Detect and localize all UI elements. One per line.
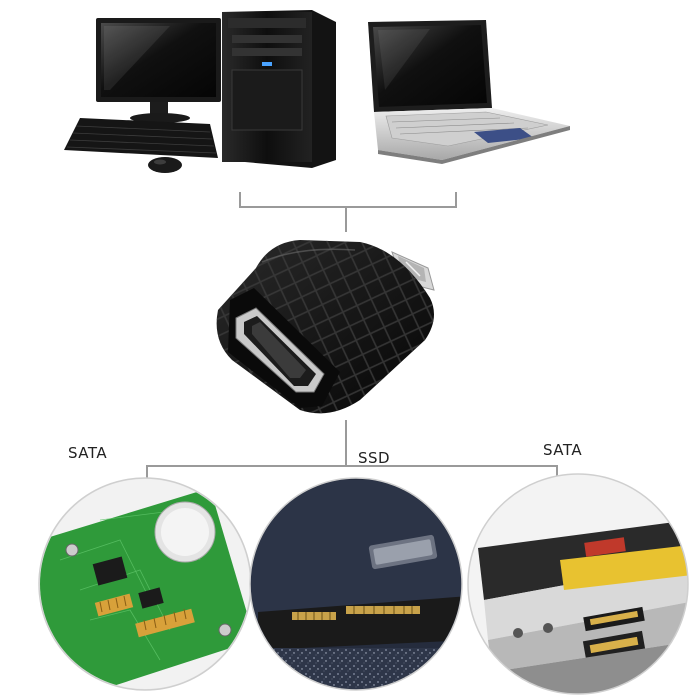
ssd-photo: [249, 477, 463, 691]
laptop-computer: [368, 20, 570, 164]
sata-label-left: SATA: [68, 444, 108, 462]
sata-optical-drive-photo: [467, 473, 689, 695]
sata-hdd-photo: [38, 477, 252, 691]
desktop-computer: [64, 10, 336, 173]
esata-adapter: [216, 240, 435, 414]
ssd-label: SSD: [358, 449, 391, 467]
sata-label-right: SATA: [543, 441, 583, 459]
